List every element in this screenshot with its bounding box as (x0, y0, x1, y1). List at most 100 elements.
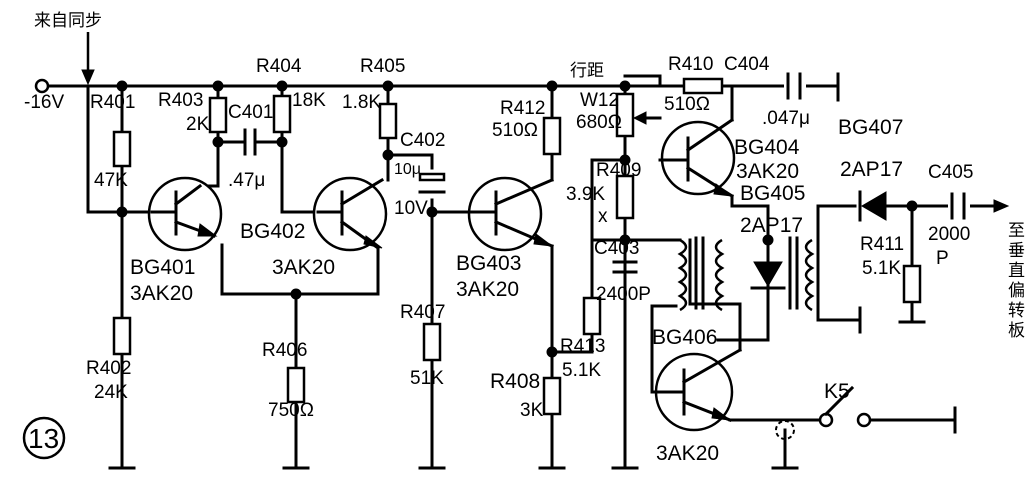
bg401-type: 3AK20 (130, 282, 193, 305)
resistor-r412 (542, 116, 562, 156)
transistor-bg402 (312, 176, 388, 252)
r408-label: R408 (490, 370, 540, 393)
w12-label: W12 (580, 90, 619, 111)
c402-value-cap: 10μ (394, 161, 421, 178)
r406-value: 750Ω (268, 400, 314, 421)
output-char-3: 直 (1008, 261, 1025, 281)
c401-label: C401 (228, 102, 273, 123)
resistor-r406 (286, 366, 306, 404)
output-char-1: 至 (1008, 221, 1025, 241)
r404-label: R404 (256, 56, 302, 77)
resistor-r403 (208, 96, 228, 134)
capacitor-c401 (243, 128, 257, 156)
capacitor-c404 (784, 72, 806, 102)
bg405-type: 2AP17 (740, 214, 803, 237)
output-char-5: 转 (1008, 301, 1025, 321)
output-char-4: 偏 (1008, 281, 1025, 301)
c405-unit: P (936, 248, 949, 269)
c403-value: 2400P (596, 284, 651, 305)
r404-value: 18K (292, 90, 326, 111)
r407-value: 51K (410, 368, 444, 389)
transformer (677, 236, 815, 312)
output-char-6: 板 (1008, 321, 1025, 341)
capacitor-c403 (612, 260, 638, 274)
potentiometer-w12 (615, 92, 635, 138)
resistor-r405 (378, 102, 398, 140)
transistor-bg406 (650, 304, 743, 432)
r401-value: 47K (94, 170, 128, 191)
r413-value: 5.1K (562, 360, 601, 381)
c404-value: .047μ (762, 108, 810, 129)
c402-label: C402 (400, 130, 445, 151)
transistor-bg401 (147, 176, 223, 252)
spacing-label: 行距 (570, 61, 604, 81)
supply-terminal (34, 78, 50, 94)
r403-value: 2K (186, 114, 210, 135)
resistors (112, 77, 922, 416)
r407-label: R407 (400, 302, 445, 323)
diode-bg407 (858, 190, 887, 222)
r402-label: R402 (86, 358, 131, 379)
c405-value: 2000 (928, 224, 970, 245)
bg406-type: 3AK20 (656, 442, 719, 465)
r405-label: R405 (360, 56, 405, 77)
diode-bg405 (750, 261, 786, 290)
resistor-r401 (112, 130, 132, 168)
resistor-r407 (422, 322, 442, 362)
bg407-type: 2AP17 (840, 158, 903, 181)
sync-label: 来自同步 (34, 11, 102, 31)
r411-value: 5.1K (862, 258, 901, 279)
r409-value: 3.9K (566, 184, 605, 205)
bg406-label: BG406 (652, 326, 717, 349)
r413-label: R413 (560, 336, 605, 357)
bg401-label: BG401 (130, 256, 195, 279)
transistor-bg404 (658, 117, 736, 199)
output-char-2: 垂 (1008, 241, 1025, 261)
r401-label: R401 (90, 92, 135, 113)
r411-label: R411 (860, 234, 904, 255)
capacitor-c405 (948, 192, 970, 222)
bg404-label: BG404 (734, 136, 800, 159)
r409-label: R409 (596, 160, 641, 181)
r406-label: R406 (262, 340, 307, 361)
capacitors (243, 72, 970, 274)
bg403-label: BG403 (456, 252, 521, 275)
labels: 来自同步 -16V 行距 R401 47K R402 24K R403 2K C… (22, 11, 1025, 465)
r412-label: R412 (500, 98, 545, 119)
r410-value: 510Ω (664, 94, 710, 115)
bg403-type: 3AK20 (456, 278, 519, 301)
capacitor-c402 (418, 172, 446, 196)
bg407-label: BG407 (838, 116, 903, 139)
resistor-r411 (902, 264, 922, 304)
resistor-r404 (272, 94, 292, 134)
supply-label: -16V (24, 92, 64, 113)
resistor-r410 (682, 77, 724, 95)
r405-value: 1.8K (342, 92, 381, 113)
r402-value: 24K (94, 382, 128, 403)
resistor-r402 (112, 316, 132, 356)
bg405-label: BG405 (740, 182, 805, 205)
figure-number: 13 (28, 423, 59, 454)
resistor-r408 (542, 376, 562, 416)
r409-note: x (598, 206, 608, 227)
c403-label: C403 (594, 238, 639, 259)
resistor-r409 (615, 174, 635, 220)
transistors (147, 117, 743, 432)
w12-value: 680Ω (576, 112, 622, 133)
junctions (116, 80, 918, 358)
bg404-type: 3AK20 (736, 160, 799, 183)
resistor-r413 (582, 296, 602, 336)
k5-label: K5 (824, 380, 850, 403)
c402-value-volt: 10V (394, 198, 428, 219)
ground-symbols (108, 72, 957, 470)
r412-value: 510Ω (492, 120, 538, 141)
c404-label: C404 (724, 54, 770, 75)
c401-value: .47μ (228, 170, 265, 191)
r408-value: 3K (520, 400, 544, 421)
transistor-bg403 (466, 176, 554, 252)
c405-label: C405 (928, 162, 973, 183)
switch-k5 (758, 385, 872, 468)
potentiometer-wiper (632, 111, 647, 125)
bg402-label: BG402 (240, 220, 305, 243)
